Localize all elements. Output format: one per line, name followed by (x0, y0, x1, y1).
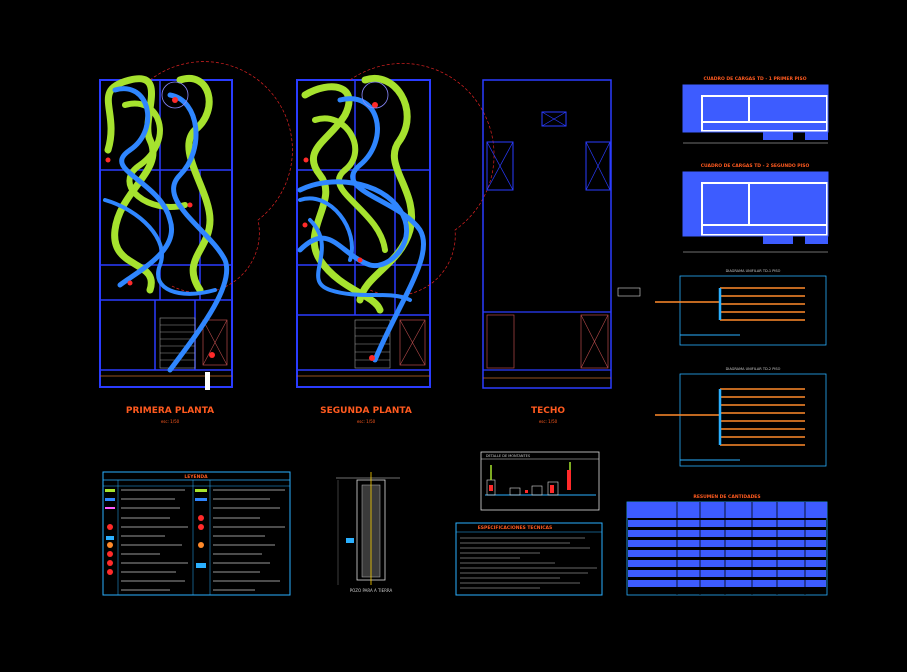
technical-specs-box (455, 522, 603, 596)
riser-detail-title: DETALLE DE MONTANTES (486, 454, 531, 458)
single-line-diagram-1 (655, 275, 827, 346)
plan-scale-roof: esc: 1/50 (539, 419, 558, 424)
legend-title: LEYENDA (184, 474, 208, 480)
plan-scale-first: esc: 1/50 (161, 419, 180, 424)
diagram-1-title: DIAGRAMA UNIFILAR TD-1 PISO (726, 269, 781, 273)
pit-caption: POZO PARA A TIERRA (350, 588, 393, 593)
load-table-1-title: CUADRO DE CARGAS TD - 1 PRIMER PISO (703, 76, 806, 82)
load-table-1 (682, 84, 829, 144)
plan-scale-second: esc: 1/50 (357, 419, 376, 424)
second-floor-plan (296, 63, 495, 388)
load-table-2-title: CUADRO DE CARGAS TD - 2 SEGUNDO PISO (701, 163, 810, 169)
load-table-2 (682, 171, 829, 253)
roof-plan (482, 79, 641, 389)
grounding-pit-detail (336, 472, 400, 585)
plan-title-first: PRIMERA PLANTA (126, 406, 214, 416)
riser-detail-box (480, 451, 600, 511)
plan-title-roof: TECHO (531, 406, 565, 416)
first-floor-plan (99, 61, 293, 390)
single-line-diagram-2 (655, 373, 827, 467)
summary-table (626, 501, 828, 596)
diagram-2-title: DIAGRAMA UNIFILAR TD-2 PISO (726, 367, 781, 371)
plan-title-second: SEGUNDA PLANTA (320, 406, 412, 416)
legend-box (102, 471, 291, 596)
summary-table-title: RESUMEN DE CANTIDADES (693, 494, 760, 500)
tech-spec-title: ESPECIFICACIONES TECNICAS (478, 525, 553, 531)
